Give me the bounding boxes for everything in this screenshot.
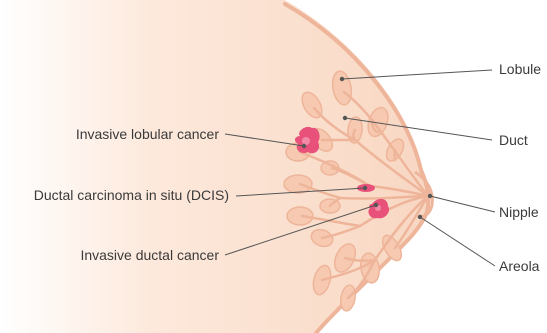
label-areola: Areola <box>499 258 540 274</box>
label-invasive-lobular-cancer: Invasive lobular cancer <box>76 126 220 142</box>
label-invasive-ductal-cancer: Invasive ductal cancer <box>80 247 219 263</box>
lobule-shape <box>284 175 312 193</box>
label-dcis: Ductal carcinoma in situ (DCIS) <box>34 187 229 203</box>
label-nipple: Nipple <box>499 204 539 220</box>
label-lobule: Lobule <box>499 61 541 77</box>
label-duct: Duct <box>499 132 528 148</box>
